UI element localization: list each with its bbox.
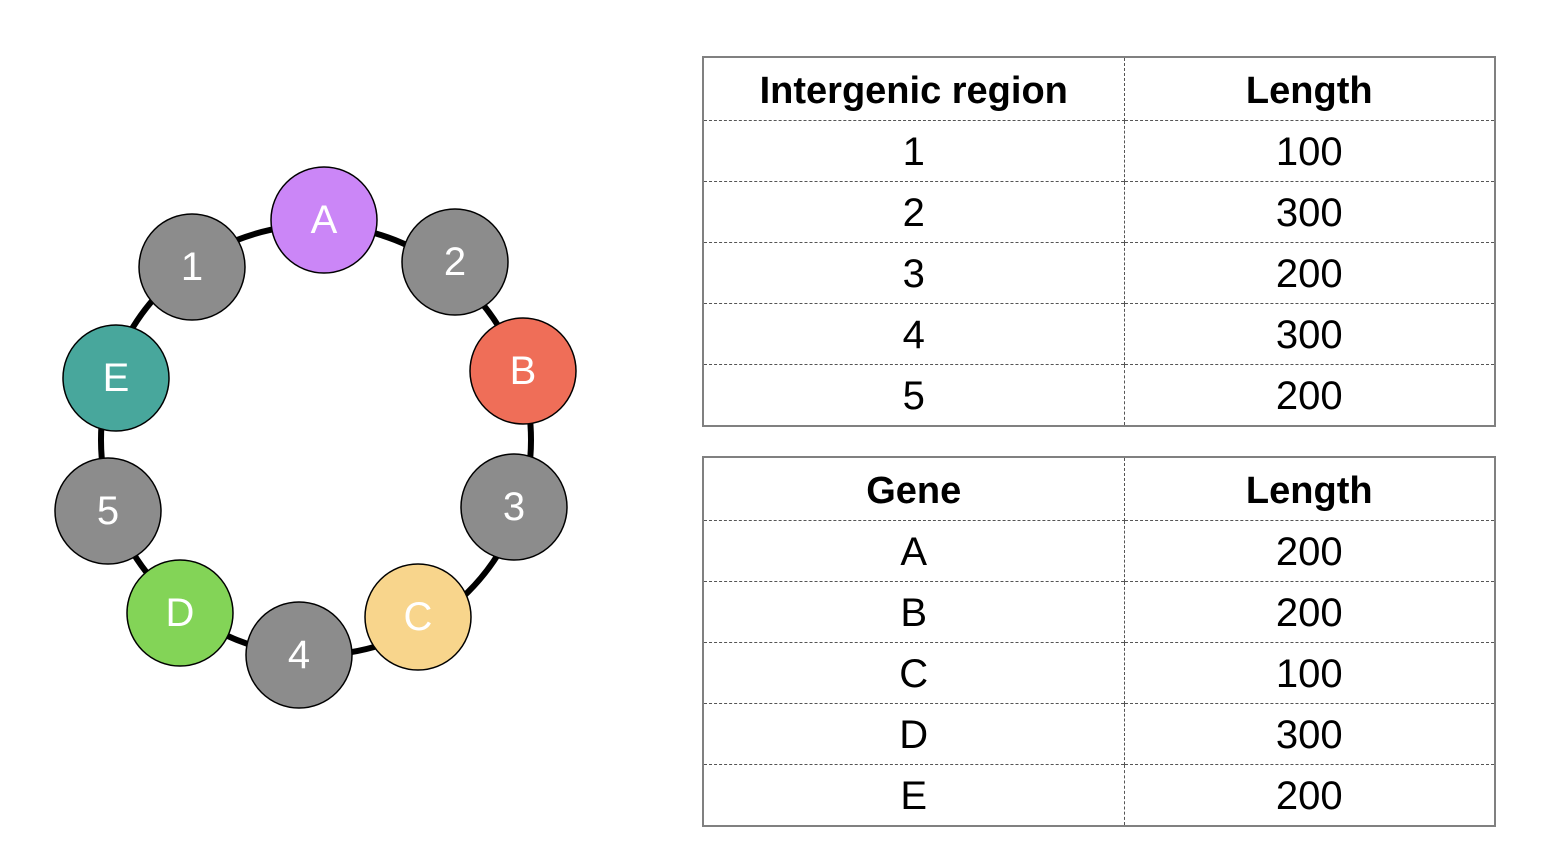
table-row: C 100 [703,642,1495,704]
node-label: 3 [503,485,525,529]
table-row: 3 200 [703,242,1495,304]
node-intergenic-1: 1 [138,213,246,321]
table-cell: C [703,642,1125,704]
table-cell: 100 [1124,642,1495,704]
table-cell: 300 [1124,181,1495,243]
table-row: E 200 [703,764,1495,826]
node-label: C [404,595,433,639]
table-header-row: Gene Length [703,457,1495,521]
node-label: D [166,591,195,635]
table-cell: D [703,703,1125,765]
table-cell: 4 [703,303,1125,365]
table-cell: B [703,581,1125,643]
node-label: B [510,349,537,393]
table-cell: 3 [703,242,1125,304]
node-intergenic-4: 4 [245,601,353,709]
table-row: B 200 [703,581,1495,643]
node-gene-d: D [126,559,234,667]
table-cell: 200 [1275,530,1343,574]
node-label: 4 [288,633,310,677]
table-cell: 200 [1124,581,1495,643]
column-header: Gene [703,457,1125,521]
table-cell: 100 [1275,130,1343,174]
node-label: 5 [97,489,119,533]
node-intergenic-3: 3 [460,453,568,561]
circular-genome-diagram: A 2 B 3 C 4 D 5 E 1 [54,166,577,709]
node-gene-c: C [364,563,472,671]
table-cell: 200 [1124,364,1495,426]
table-cell: E [703,764,1125,826]
intergenic-region-table: Intergenic region Length 1 100 2 300 3 2… [702,56,1496,427]
table-row: 5 200 [703,364,1495,426]
node-intergenic-2: 2 [401,208,509,316]
column-header: Intergenic region [703,57,1125,121]
table-cell: 200 [1124,242,1495,304]
table-row: 2 300 [703,181,1495,243]
node-label: 2 [444,240,466,284]
column-header: Length [1124,457,1495,521]
node-gene-b: B [469,317,577,425]
table-cell: 5 [703,364,1125,426]
table-cell: 300 [1124,703,1495,765]
table-row: A 200 [703,520,1495,582]
node-gene-a: A [270,166,378,274]
table-row: 4 300 [703,303,1495,365]
node-gene-e: E [62,324,170,432]
gene-table: Gene Length A 200 B 200 C 100 D 300 E 20… [702,456,1496,827]
node-intergenic-5: 5 [54,457,162,565]
table-header-row: Intergenic region Length [703,57,1495,121]
node-label: E [103,356,130,400]
table-cell: A [703,520,1125,582]
column-header: Length [1124,57,1495,121]
node-label: A [311,198,338,242]
table-row: 1 100 [703,120,1495,182]
table-cell: 1 [703,120,1125,182]
table-cell: 2 [703,181,1125,243]
node-label: 1 [181,245,203,289]
table-row: D 300 [703,703,1495,765]
table-cell: 200 [1124,764,1495,826]
table-cell: 300 [1124,303,1495,365]
